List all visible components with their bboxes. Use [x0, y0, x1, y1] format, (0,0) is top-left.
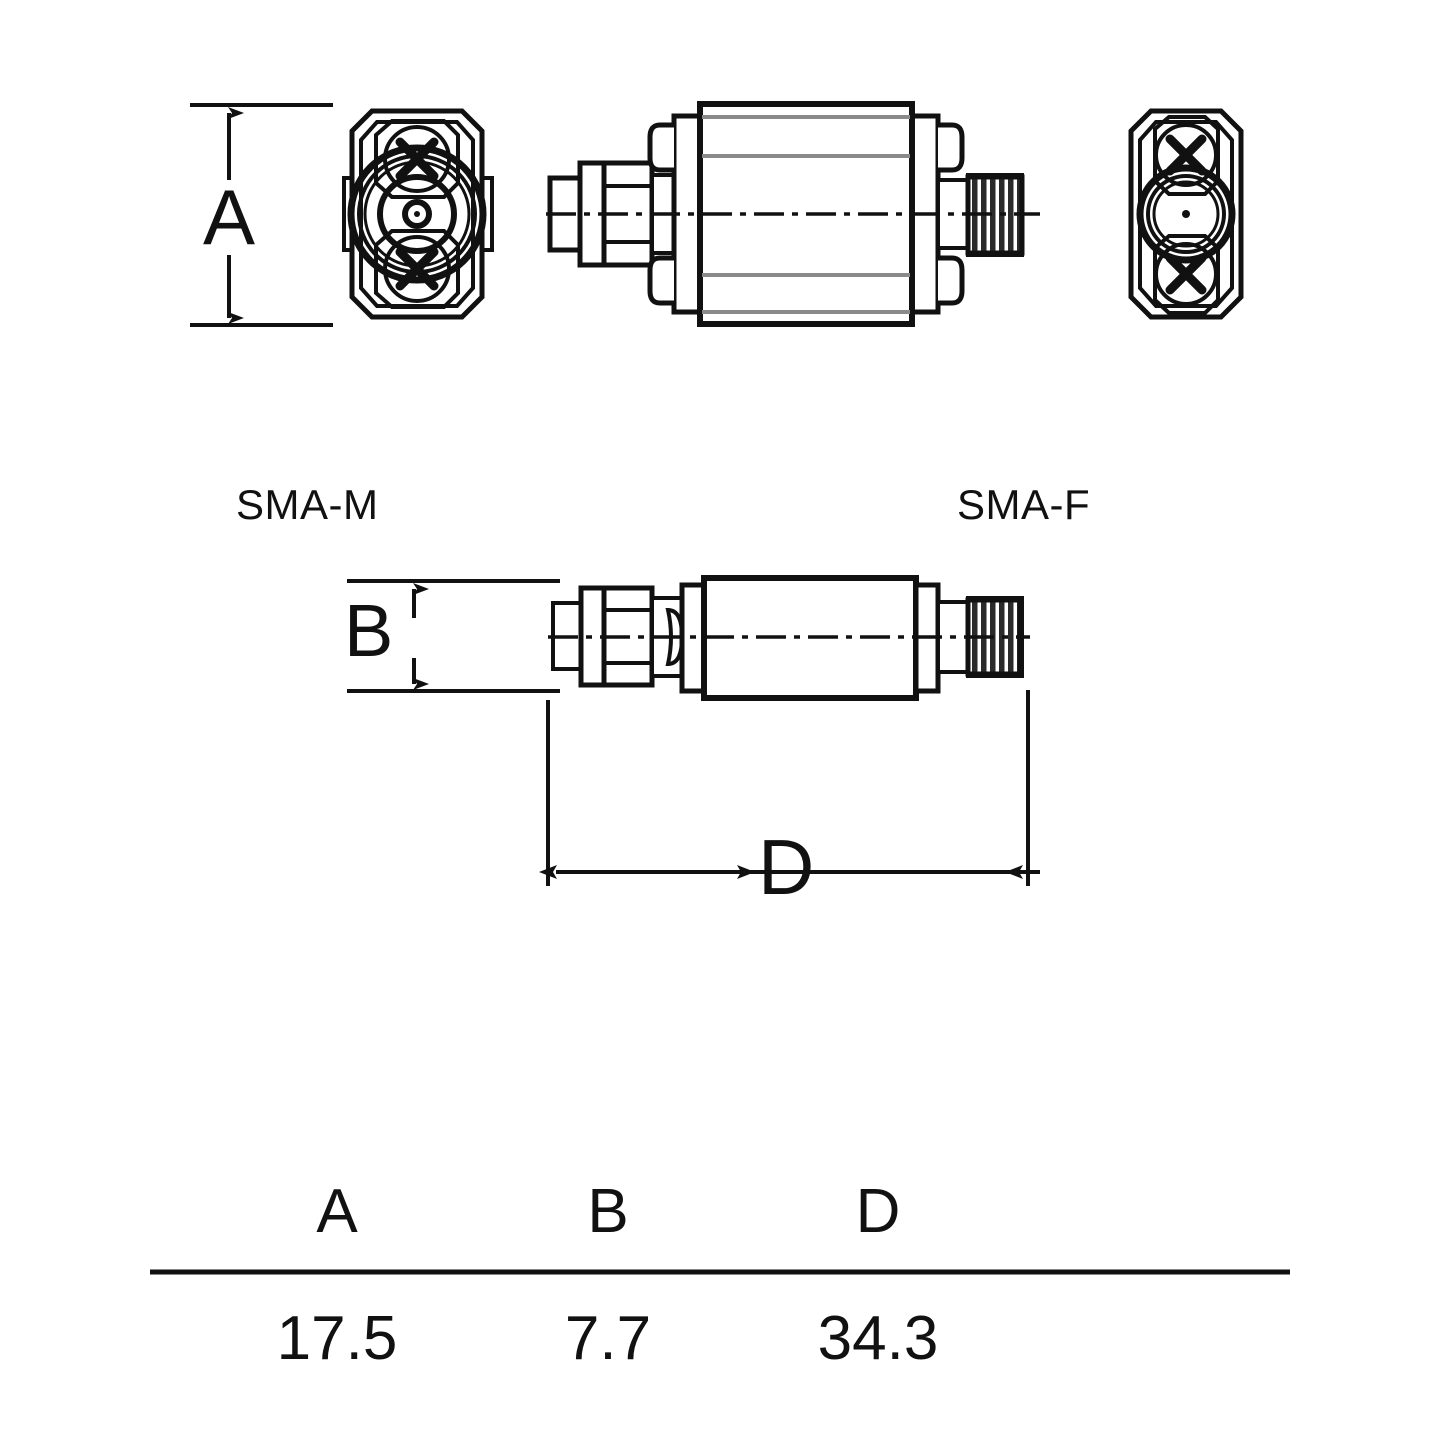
table-header-b: B: [587, 1177, 629, 1246]
table-value-d: 34.3: [817, 1304, 939, 1373]
dimension-label-B: B: [344, 589, 394, 672]
end-view-right: [1128, 108, 1244, 320]
dimension-label-D: D: [758, 823, 815, 911]
dimension-D: [539, 690, 1040, 886]
table-header-a: A: [316, 1177, 358, 1246]
dimension-B: [347, 579, 560, 693]
table-value-b: 7.7: [564, 1304, 652, 1373]
dimension-label-A: A: [203, 173, 256, 261]
dimension-A: [190, 103, 333, 327]
connector-label-right: SMA-F: [957, 481, 1091, 528]
top-view-body-surface-lines: [702, 115, 910, 314]
connector-label-left: SMA-M: [236, 481, 379, 528]
table-header-d: D: [855, 1177, 901, 1246]
table-value-a: 17.5: [276, 1304, 398, 1373]
end-view-left: [342, 108, 494, 320]
